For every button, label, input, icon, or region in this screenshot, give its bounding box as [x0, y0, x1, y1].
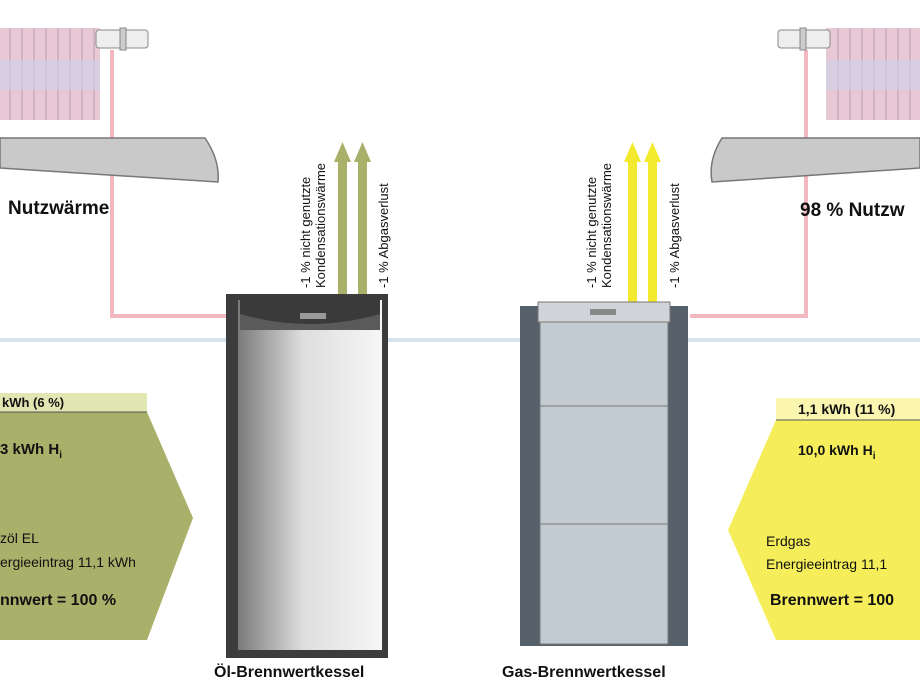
- right-heating-pipe: [690, 50, 808, 318]
- left-heating-pipe: [110, 50, 228, 318]
- right-caption: Gas-Brennwertkessel: [502, 664, 666, 681]
- right-brennwert: Brennwert = 100: [770, 592, 895, 609]
- left-loss-text: kWh (6 %): [2, 395, 65, 410]
- left-exhaust-label-2: -1 % Abgasverlust: [376, 183, 391, 288]
- left-fuel: zöl EL: [0, 530, 39, 546]
- oil-boiler: [226, 294, 388, 658]
- right-energy-input: Energieeintrag 11,1: [766, 556, 888, 572]
- right-exhaust-label-2: -1 % Abgasverlust: [667, 183, 682, 288]
- right-floor: [710, 137, 920, 183]
- left-energy-box: [0, 412, 193, 640]
- right-exhaust-arrows: [624, 142, 661, 302]
- left-brennwert: nnwert = 100 %: [0, 592, 117, 609]
- left-heat-label: Nutzwärme: [8, 198, 110, 219]
- left-hi-value: 3 kWh Hi: [0, 441, 62, 461]
- right-fuel: Erdgas: [766, 533, 811, 549]
- left-radiator: [0, 27, 149, 120]
- left-caption: Öl-Brennwertkessel: [214, 664, 365, 681]
- right-radiator: [777, 27, 920, 120]
- right-loss-row: [776, 398, 920, 420]
- right-heat-label: 98 % Nutzw: [800, 200, 905, 221]
- right-hi-value: 10,0 kWh Hi: [798, 442, 876, 462]
- right-energy-box: [728, 420, 920, 640]
- supply-line: [0, 338, 920, 342]
- left-loss-row: [0, 393, 147, 412]
- gas-boiler: [520, 301, 688, 646]
- left-energy-input: ergieeintrag 11,1 kWh: [0, 554, 136, 570]
- left-exhaust-arrows: [334, 142, 371, 295]
- left-floor: [0, 137, 219, 183]
- right-loss-text: 1,1 kWh (11 %): [798, 401, 896, 417]
